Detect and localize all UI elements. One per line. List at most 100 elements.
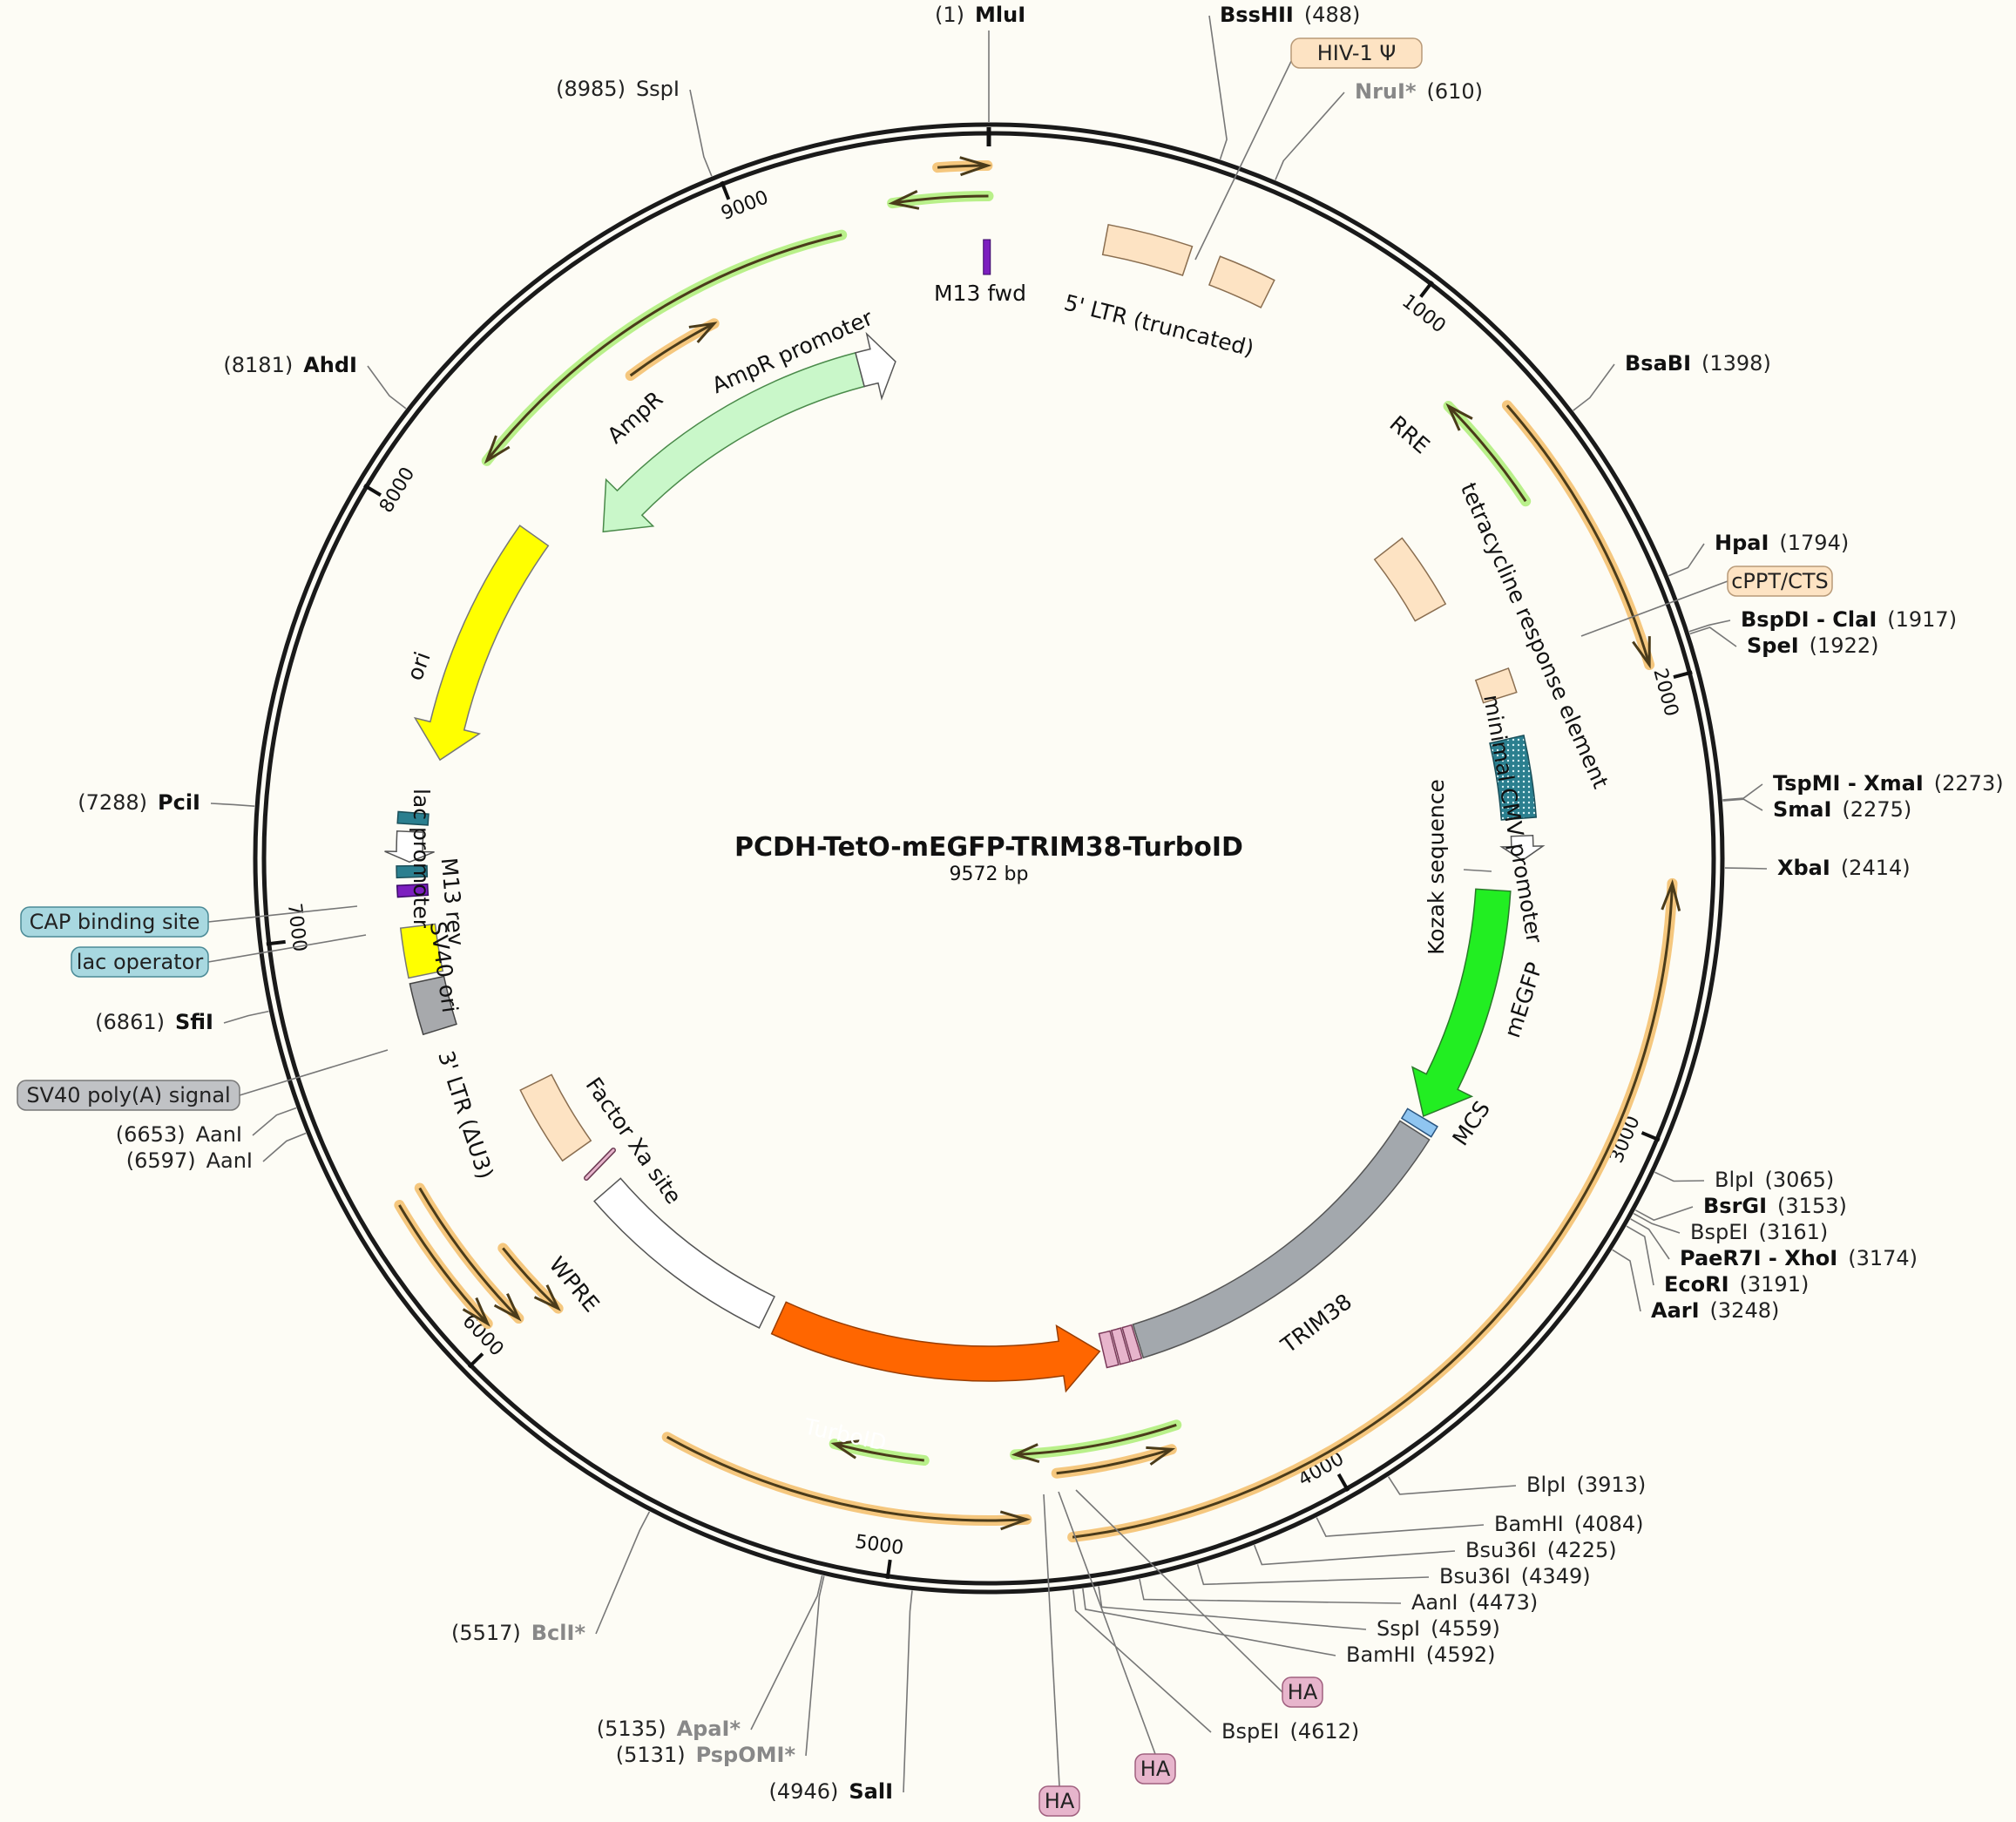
site-num-bspei1: (3161) xyxy=(1758,1220,1828,1244)
site-leader-sali xyxy=(903,1590,913,1793)
ltr3-block xyxy=(519,1074,592,1162)
site-pspomi: (5131)PspOMI* xyxy=(616,1743,796,1767)
site-num-sfii: (6861) xyxy=(95,1010,165,1034)
orf-bottom-3-head xyxy=(830,1439,860,1460)
site-name-apai: ApaI* xyxy=(677,1717,741,1741)
site-name-bsu2: Bsu36I xyxy=(1439,1564,1511,1588)
site-num-aani1: (4473) xyxy=(1468,1590,1538,1615)
site-num-sspi2: (8985) xyxy=(556,77,626,101)
site-leader-bspdi xyxy=(1688,620,1731,633)
site-num-sali: (4946) xyxy=(769,1779,839,1804)
ltr5-block-a xyxy=(1101,223,1194,276)
badge-box-lacop xyxy=(71,946,209,978)
badge-lacop: lac operator xyxy=(71,946,209,978)
site-name-aari: AarI xyxy=(1651,1298,1700,1323)
site-leader-bspei2 xyxy=(1072,1589,1212,1733)
site-num-xhoi: (3174) xyxy=(1848,1246,1918,1270)
site-ecori: EcoRI(3191) xyxy=(1664,1272,1809,1297)
badge-label-sv40pa: SV40 poly(A) signal xyxy=(26,1083,230,1107)
badge-label-ha2: HA xyxy=(1140,1757,1171,1781)
orf-bottom-4-line xyxy=(666,1435,1027,1522)
site-num-bamhi1: (4084) xyxy=(1574,1512,1644,1536)
orf-right-outer-line xyxy=(1505,404,1651,666)
site-num-hpai: (1794) xyxy=(1779,531,1849,555)
badge-label-hiv: HIV-1 Ψ xyxy=(1317,41,1397,65)
site-layer: (1)MluI BssHII(488) NruI*(610) BsaBI(1398) H… xyxy=(17,3,2004,1817)
site-bsabi: BsaBI(1398) xyxy=(1625,351,1771,376)
site-num-tspmi: (2273) xyxy=(1934,771,2004,796)
badge-cppt: cPPT/CTS xyxy=(1727,566,1833,597)
site-bsshii: BssHII(488) xyxy=(1220,3,1360,27)
site-tspmi: TspMI - XmaI(2273) xyxy=(1773,771,2004,796)
tick-label-1000: 1000 xyxy=(1397,290,1450,337)
site-aani1: AanI(4473) xyxy=(1411,1590,1538,1615)
badge-cap: CAP binding site xyxy=(20,906,209,938)
tick-label-2000: 2000 xyxy=(1648,666,1681,719)
orf-long-right-head xyxy=(1661,878,1681,911)
site-num-xbai: (2414) xyxy=(1841,856,1911,880)
rre-block xyxy=(1373,537,1447,622)
site-sspi1: SspI(4559) xyxy=(1377,1616,1500,1641)
site-label-bspdi: BspDI - ClaI(1917) xyxy=(1741,607,1957,632)
orf-left-2-head xyxy=(493,1293,522,1322)
site-blpi1: BlpI(3065) xyxy=(1715,1168,1834,1192)
site-name-nrui: NruI* xyxy=(1355,79,1417,104)
site-name-sali: SalI xyxy=(849,1779,893,1804)
site-label-sfii: (6861)SfiI xyxy=(95,1010,213,1034)
site-leader-sfii xyxy=(223,1010,269,1024)
site-label-bsrgi: BsrGI(3153) xyxy=(1703,1194,1847,1218)
badge-leader-lacop xyxy=(207,934,367,963)
site-leader-aari xyxy=(1612,1249,1641,1312)
trim38-block xyxy=(1132,1120,1431,1359)
site-sfii: (6861)SfiI xyxy=(95,1010,213,1034)
site-name-bcli: BclI* xyxy=(531,1621,586,1645)
tick-mark-1000 xyxy=(1419,280,1434,298)
badge-leader-cap xyxy=(207,905,358,923)
site-leader-apai xyxy=(750,1575,823,1731)
badge-label-lacop: lac operator xyxy=(77,950,204,974)
badge-label-cap: CAP binding site xyxy=(30,910,200,934)
site-label-smai: SmaI(2275) xyxy=(1773,797,1911,822)
amprprom-arrow xyxy=(855,331,896,401)
site-label-apai: (5135)ApaI* xyxy=(597,1717,741,1741)
site-num-smai: (2275) xyxy=(1842,797,1911,822)
site-nrui: NruI*(610) xyxy=(1355,79,1483,104)
backbone-outer-ring xyxy=(253,122,1725,1595)
site-bsu1: Bsu36I(4225) xyxy=(1465,1538,1617,1562)
site-num-pspomi: (5131) xyxy=(616,1743,686,1767)
site-label-nrui: NruI*(610) xyxy=(1355,79,1483,104)
site-label-ahdi: (8181)AhdI xyxy=(223,353,357,377)
site-name-bspei1: BspEI xyxy=(1690,1220,1748,1244)
site-leader-blpi1 xyxy=(1654,1171,1705,1182)
site-mlui: (1)MluI xyxy=(935,3,1025,27)
site-leader-tspmi xyxy=(1722,783,1763,801)
m13rev-block xyxy=(396,883,430,898)
badge-box-ha2 xyxy=(1134,1753,1176,1785)
badge-label-ha1: HA xyxy=(1288,1680,1318,1704)
tick-label-5000: 5000 xyxy=(854,1531,905,1560)
site-num-bsu2: (4349) xyxy=(1521,1564,1591,1588)
site-aani2: (6597)AanI xyxy=(126,1148,253,1173)
m13fwd-block xyxy=(983,239,991,275)
ha-tag-3 xyxy=(1098,1330,1120,1369)
cap-block xyxy=(396,810,430,826)
badge-ha2: HA xyxy=(1134,1753,1176,1785)
factorxa-mark-inner xyxy=(585,1148,615,1180)
site-label-sspi2: (8985)SspI xyxy=(556,77,680,101)
badge-leader-ha3 xyxy=(1043,1493,1060,1787)
site-name-bsabi: BsaBI xyxy=(1625,351,1691,376)
site-spei: SpeI(1922) xyxy=(1747,633,1878,658)
badge-ha1: HA xyxy=(1282,1676,1323,1708)
site-label-blpi1: BlpI(3065) xyxy=(1715,1168,1834,1192)
site-num-aani2: (6597) xyxy=(126,1148,196,1173)
site-label-aani2: (6597)AanI xyxy=(126,1148,253,1173)
mincmv-arrow xyxy=(1499,834,1546,862)
site-num-aari: (3248) xyxy=(1710,1298,1780,1323)
site-aani3: (6653)AanI xyxy=(116,1122,242,1147)
tick-mark-7000 xyxy=(266,939,286,946)
site-label-blpi2: BlpI(3913) xyxy=(1526,1473,1646,1497)
site-label-ecori: EcoRI(3191) xyxy=(1664,1272,1809,1297)
site-leader-pspomi xyxy=(805,1575,825,1757)
lacprom-arrow xyxy=(384,830,435,864)
